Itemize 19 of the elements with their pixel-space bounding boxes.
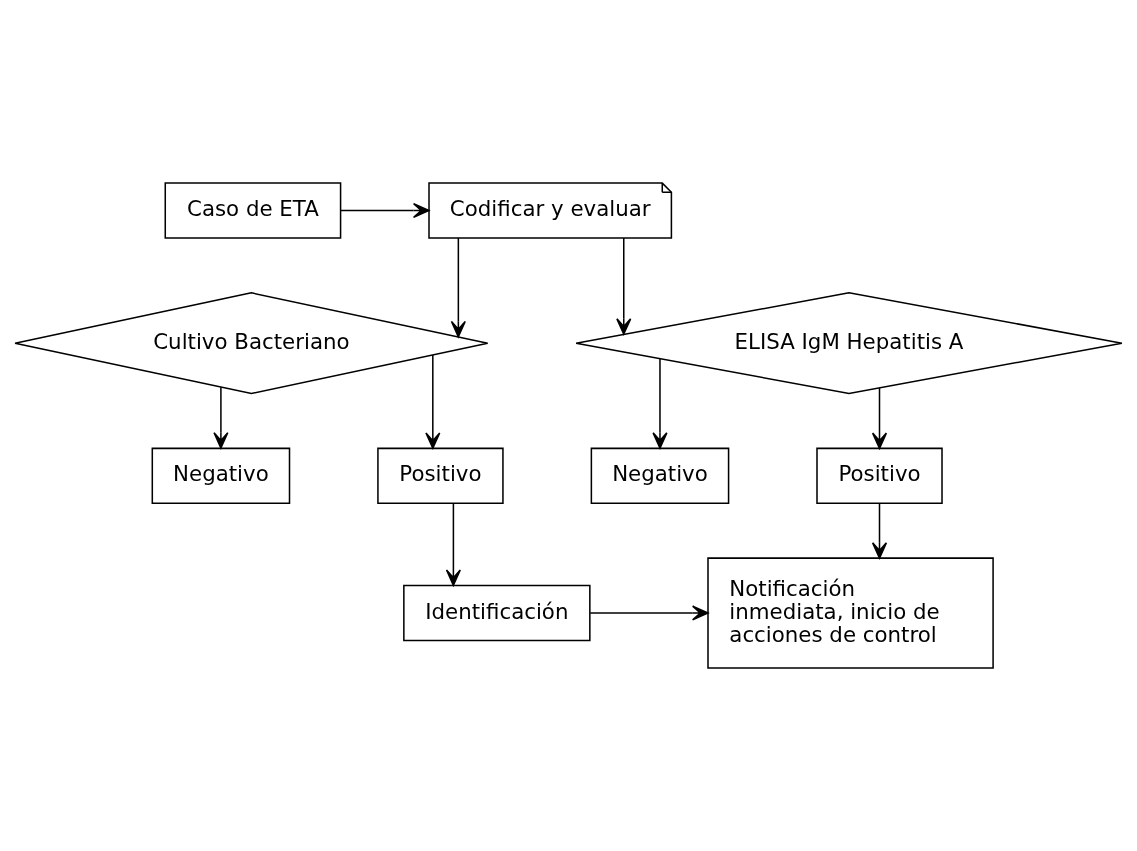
- arrow: [213, 386, 229, 449]
- node-box: Caso de ETA: [164, 182, 342, 239]
- node-box: Positivo: [816, 447, 943, 504]
- node-diamond: Cultivo Bacteriano: [14, 292, 489, 395]
- arrow: [340, 202, 430, 219]
- arrow: [445, 502, 461, 587]
- arrow: [616, 237, 632, 335]
- node-diamond: ELISA IgM Hepatitis A: [575, 292, 1123, 395]
- arrow: [589, 605, 709, 621]
- arrow: [871, 502, 888, 559]
- arrow: [652, 358, 668, 449]
- node-box: Positivo: [377, 447, 504, 504]
- arrow: [450, 237, 466, 338]
- arrow: [425, 354, 441, 449]
- node-box: Negativo: [151, 447, 291, 504]
- node-box: Identificación: [403, 584, 591, 642]
- arrow: [871, 387, 888, 450]
- node-box: Notificación inmediata, inicio de acciones de control: [707, 557, 994, 669]
- node-box: Negativo: [590, 447, 730, 504]
